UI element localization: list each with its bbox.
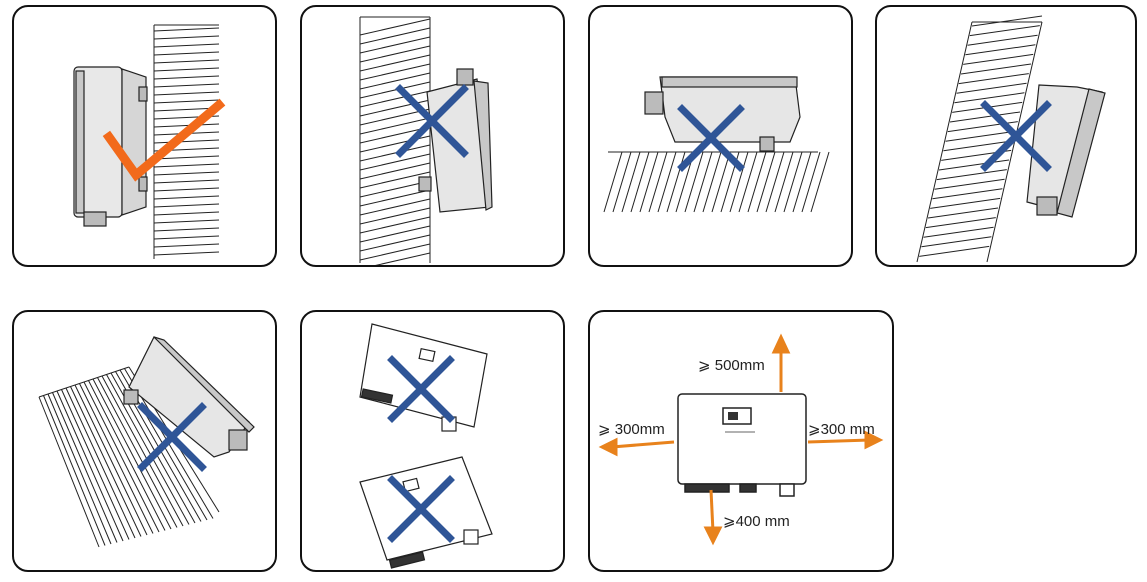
tilted-sideways-diagram bbox=[38, 336, 255, 548]
panel-tilted-back bbox=[875, 5, 1137, 267]
lying-flat-diagram bbox=[603, 76, 830, 213]
wall-hatch bbox=[153, 24, 219, 259]
bottom-clearance-label: ⩾400 mm bbox=[723, 513, 790, 530]
checkmark-icon bbox=[102, 98, 226, 182]
inverter-top-view bbox=[644, 76, 801, 152]
hatch-lines bbox=[38, 368, 214, 548]
cross-icon bbox=[387, 355, 455, 423]
hatch-lines bbox=[603, 151, 830, 213]
wall-hatch bbox=[359, 16, 431, 263]
sideways-tilt-diagram bbox=[359, 323, 493, 569]
tilted-back-diagram bbox=[916, 15, 1106, 263]
right-clearance-label: ⩾300 mm bbox=[808, 421, 875, 438]
up-arrow bbox=[771, 333, 791, 392]
top-clearance-label: ⩾ 500mm bbox=[698, 357, 765, 374]
cross-icon bbox=[677, 104, 745, 172]
cross-icon bbox=[387, 475, 455, 543]
hatch-lines bbox=[359, 18, 431, 265]
cross-icon bbox=[137, 402, 207, 472]
panel-upright-wall-mount bbox=[12, 5, 277, 267]
cross-icon bbox=[980, 100, 1052, 172]
panel-tilted-forward bbox=[300, 5, 565, 267]
left-clearance-label: ⩾ 300mm bbox=[598, 421, 665, 438]
inverter-front-view-upper bbox=[359, 323, 488, 432]
tilted-forward-diagram bbox=[359, 16, 493, 265]
hatch-lines bbox=[919, 15, 1043, 257]
inverter-side-view bbox=[123, 336, 255, 458]
cross-icon bbox=[395, 84, 469, 158]
clearance-diagram bbox=[598, 333, 884, 546]
down-arrow bbox=[703, 489, 723, 546]
panel-tilted-sideways bbox=[12, 310, 277, 572]
inverter-side-view bbox=[73, 66, 148, 227]
upright-wall-diagram bbox=[73, 24, 226, 259]
inverter-side-view bbox=[1026, 84, 1106, 218]
panel-sideways-tilt bbox=[300, 310, 565, 572]
panel-clearance: ⩾ 500mm ⩾ 300mm ⩾300 mm ⩾400 mm bbox=[588, 310, 894, 572]
left-arrow bbox=[598, 437, 675, 457]
inverter-front-view bbox=[677, 393, 807, 497]
panel-lying-flat bbox=[588, 5, 853, 267]
hatch-lines bbox=[153, 27, 220, 256]
right-arrow bbox=[807, 430, 884, 450]
